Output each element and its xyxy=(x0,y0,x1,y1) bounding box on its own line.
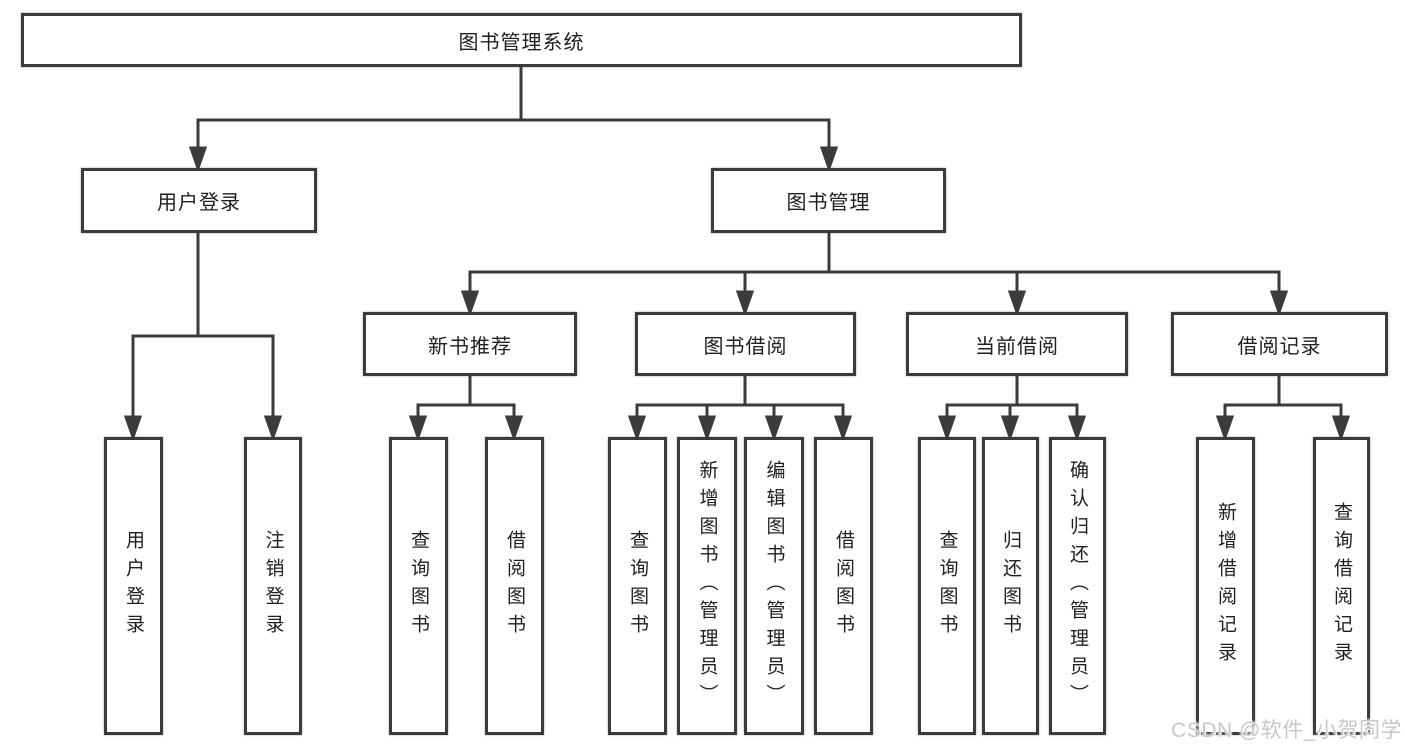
node-leaf-add-books-admin: 新增图书（管理员） xyxy=(677,437,737,735)
node-book-borrowing: 图书借阅 xyxy=(635,312,856,376)
node-leaf-query-books-3: 查询图书 xyxy=(918,437,976,735)
node-leaf-confirm-return-admin: 确认归还（管理员） xyxy=(1049,437,1106,735)
node-leaf-edit-books-admin: 编辑图书（管理员） xyxy=(744,437,804,735)
csdn-watermark: CSDN @软件_小贺同学 xyxy=(1171,719,1402,742)
node-leaf-query-books-1: 查询图书 xyxy=(389,437,448,735)
node-leaf-query-books-2: 查询图书 xyxy=(608,437,667,735)
node-current-borrowing: 当前借阅 xyxy=(906,312,1128,376)
node-leaf-user-login: 用户登录 xyxy=(104,437,163,735)
node-root: 图书管理系统 xyxy=(21,13,1022,67)
node-new-book-recommend: 新书推荐 xyxy=(363,312,577,376)
node-leaf-borrow-books-1: 借阅图书 xyxy=(485,437,544,735)
node-leaf-logout: 注销登录 xyxy=(244,437,302,735)
node-user-login: 用户登录 xyxy=(81,168,317,233)
node-leaf-return-books: 归还图书 xyxy=(982,437,1039,735)
node-book-management: 图书管理 xyxy=(711,168,946,233)
node-leaf-add-borrow-record: 新增借阅记录 xyxy=(1196,437,1255,735)
node-leaf-query-borrow-record: 查询借阅记录 xyxy=(1313,437,1370,735)
node-leaf-borrow-books-2: 借阅图书 xyxy=(814,437,873,735)
node-borrowing-records: 借阅记录 xyxy=(1171,312,1388,376)
